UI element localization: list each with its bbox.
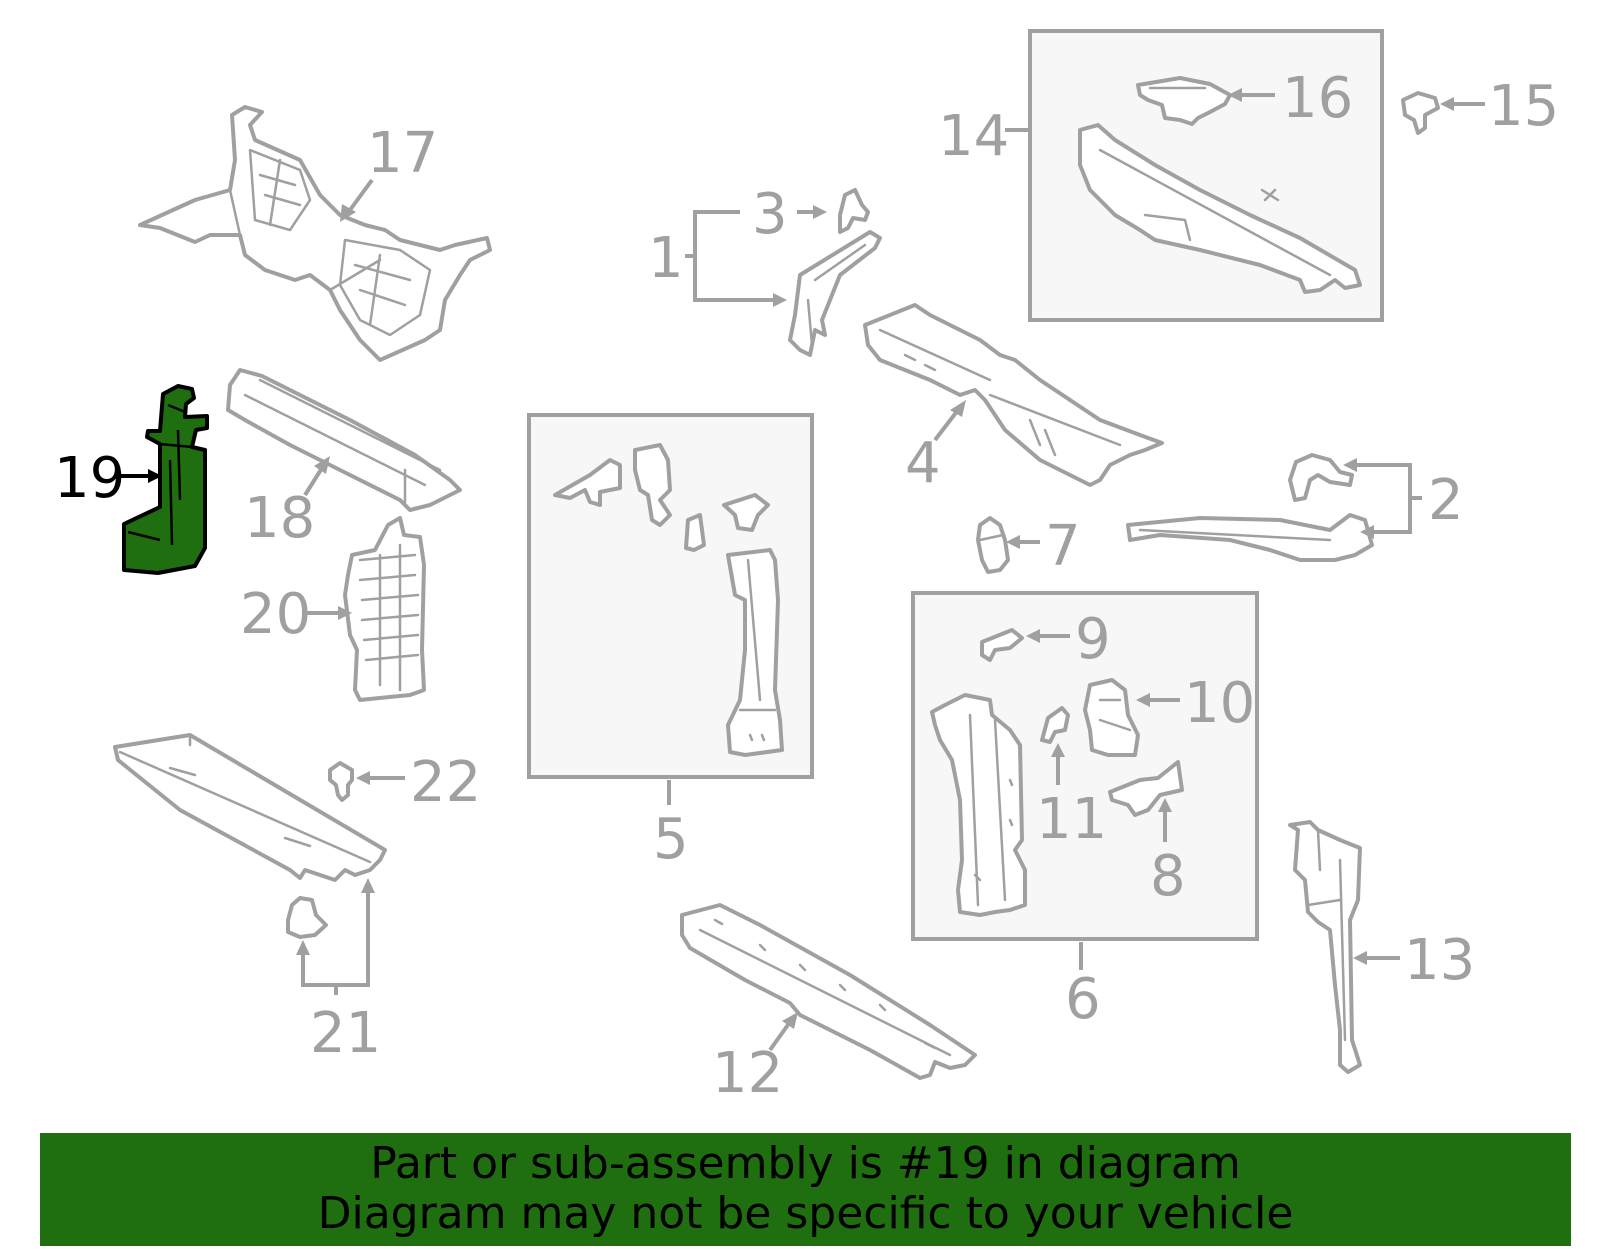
part-11[interactable]: [1040, 706, 1070, 744]
callout-13-label: 13: [1404, 928, 1475, 993]
callout-10: 10: [1136, 671, 1255, 736]
part-20[interactable]: [343, 516, 426, 702]
callout-6: 6: [1065, 942, 1101, 1032]
part-14[interactable]: [1078, 123, 1362, 294]
callout-2: 2: [1343, 458, 1464, 539]
callout-11-label: 11: [1036, 787, 1107, 852]
part-19[interactable]: [122, 384, 209, 575]
part-13[interactable]: [1288, 820, 1362, 1074]
callout-12: 12: [712, 1012, 798, 1106]
callout-18-label: 18: [244, 486, 315, 551]
part-16[interactable]: [1136, 76, 1232, 126]
callout-13: 13: [1353, 928, 1475, 993]
callout-11: 11: [1036, 743, 1107, 852]
callout-5: 5: [653, 780, 689, 872]
callout-7-label: 7: [1045, 514, 1081, 579]
callout-9: 9: [1026, 607, 1111, 672]
callout-7: 7: [1006, 514, 1081, 579]
callout-16-label: 16: [1282, 66, 1353, 131]
callout-17: 17: [340, 121, 438, 222]
part-8[interactable]: [1108, 760, 1184, 817]
callout-14: 14: [938, 104, 1030, 169]
callout-19-label: 19: [54, 446, 125, 511]
callout-18: 18: [244, 456, 330, 551]
part-15[interactable]: [1401, 91, 1440, 135]
banner-line-1: Part or sub-assembly is #19 in diagram: [370, 1138, 1241, 1189]
callout-14-label: 14: [938, 104, 1009, 169]
callout-1-3: 3 1: [648, 182, 827, 307]
part-6[interactable]: [930, 693, 1027, 917]
callout-6-label: 6: [1065, 967, 1101, 1032]
callout-17-label: 17: [367, 121, 438, 186]
callout-10-label: 10: [1184, 671, 1255, 736]
callout-9-label: 9: [1075, 607, 1111, 672]
callout-12-label: 12: [712, 1041, 783, 1106]
part-22[interactable]: [328, 761, 354, 802]
part-2-bar[interactable]: [1126, 513, 1374, 562]
callout-20: 20: [240, 582, 352, 647]
part-5[interactable]: [553, 443, 784, 757]
highlight-banner: Part or sub-assembly is #19 in diagram D…: [40, 1133, 1571, 1246]
part-9[interactable]: [980, 628, 1024, 662]
callout-4: 4: [905, 400, 966, 496]
callout-16: 16: [1228, 66, 1353, 131]
part-10[interactable]: [1083, 678, 1140, 757]
callout-4-label: 4: [905, 431, 941, 496]
callout-20-label: 20: [240, 582, 311, 647]
banner-line-2: Diagram may not be specific to your vehi…: [317, 1188, 1294, 1239]
callout-22-label: 22: [410, 750, 481, 815]
part-12[interactable]: [680, 903, 977, 1080]
callout-21-label: 21: [310, 1001, 381, 1066]
callout-19: 19: [54, 446, 162, 511]
callout-1-label: 1: [648, 226, 684, 291]
part-21-cover[interactable]: [113, 733, 387, 882]
part-17[interactable]: [138, 105, 492, 362]
callout-15: 15: [1440, 74, 1559, 139]
callout-2-label: 2: [1428, 468, 1464, 533]
part-2-bracket[interactable]: [1288, 453, 1354, 502]
part-3[interactable]: [838, 188, 870, 234]
callout-5-label: 5: [653, 807, 689, 872]
part-1[interactable]: [788, 230, 882, 357]
callout-21: 21: [296, 878, 381, 1066]
callout-22: 22: [356, 750, 481, 815]
callout-8-label: 8: [1150, 844, 1186, 909]
part-18[interactable]: [226, 368, 462, 512]
part-4[interactable]: [863, 303, 1164, 487]
part-7[interactable]: [976, 516, 1010, 574]
callout-3-label: 3: [752, 182, 788, 247]
callout-15-label: 15: [1488, 74, 1559, 139]
callout-8: 8: [1150, 798, 1186, 909]
part-21-clip[interactable]: [286, 896, 328, 939]
